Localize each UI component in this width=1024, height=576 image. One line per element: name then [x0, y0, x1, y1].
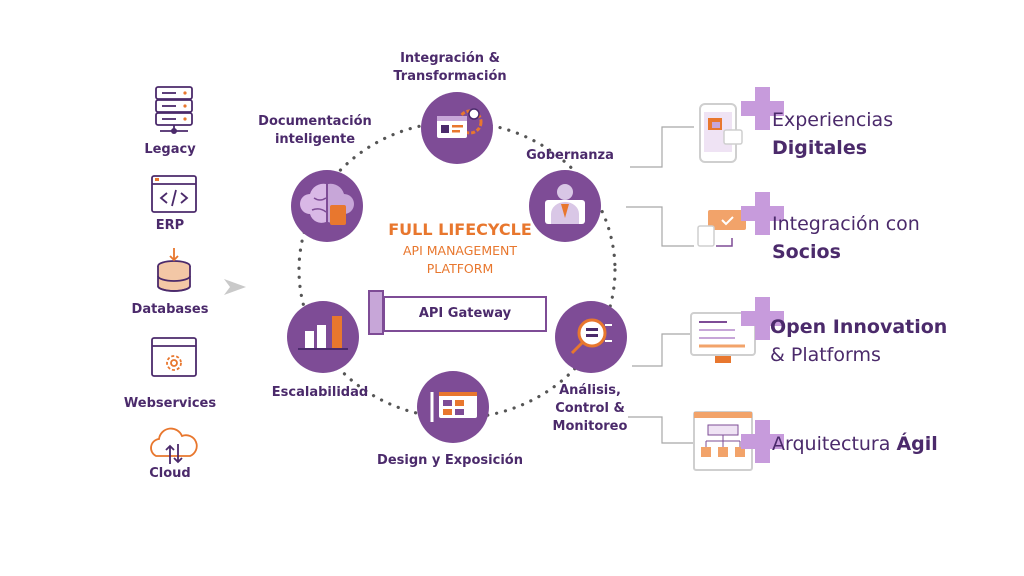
outcome-integracion-line2: Socios [772, 241, 841, 263]
plus-experiencias-icon [741, 87, 784, 130]
magnifier-icon [570, 318, 612, 355]
source-webservices-label: Webservices [123, 396, 217, 411]
phone-icon [699, 103, 743, 163]
api-gateway-label: API Gateway [418, 306, 512, 321]
gear-window-icon [437, 108, 483, 138]
node-documentacion-line1: Documentación [258, 114, 372, 129]
outcome-arquitectura-prefix: Arquitectura [772, 433, 897, 455]
outcome-arquitectura: Arquitectura Ágil [772, 430, 938, 458]
plus-open-icon [741, 297, 784, 340]
partner-card-icon [697, 210, 746, 247]
node-integracion-line1: Integración & [400, 51, 500, 66]
node-design-label: Design y Exposición [377, 453, 523, 468]
node-integracion-line2: Transformación [393, 69, 507, 84]
node-escalabilidad-label: Escalabilidad [271, 385, 369, 400]
bar-chart-icon [298, 316, 348, 350]
node-analisis-label: Análisis, Control & Monitoreo [530, 382, 650, 436]
node-analisis-line3: Monitoreo [552, 419, 628, 434]
center-subtitle-line1: API MANAGEMENT [402, 243, 518, 258]
outcome-integracion: Integración con Socios [772, 210, 920, 266]
node-integracion-label: Integración & Transformación [380, 50, 520, 86]
server-icon [155, 86, 193, 134]
source-erp-label: ERP [155, 218, 185, 233]
connector-arquitectura [628, 416, 694, 444]
plus-integracion-icon [741, 192, 784, 235]
source-cloud-label: Cloud [149, 466, 191, 481]
node-gobernanza-label: Gobernanza [526, 148, 614, 163]
node-analisis-line2: Control & [555, 401, 625, 416]
center-subtitle-line2: PLATFORM [426, 261, 494, 276]
plus-arquitectura-icon [741, 420, 784, 463]
node-analisis-line1: Análisis, [559, 383, 621, 398]
outcome-open: Open Innovation & Platforms [770, 313, 947, 369]
database-icon [157, 248, 191, 292]
center-subtitle: API MANAGEMENT PLATFORM [360, 242, 560, 278]
connector-integracion [626, 206, 694, 247]
outcome-integracion-line1: Integración con [772, 213, 920, 235]
code-window-icon [151, 175, 197, 213]
outcome-open-line1: Open Innovation [770, 316, 948, 338]
connector-experiencias [630, 126, 694, 168]
connector-lines [626, 126, 694, 444]
outcome-experiencias-line2: Digitales [772, 137, 868, 159]
node-documentacion-line2: inteligente [274, 132, 356, 147]
api-gateway-tab [368, 290, 384, 335]
center-title: FULL LIFECYCLE [388, 220, 532, 239]
outcome-open-line2: & Platforms [770, 344, 881, 366]
cloud-icon [150, 427, 198, 464]
webservices-icon [151, 337, 197, 377]
brain-icon [300, 183, 354, 225]
source-databases-label: Databases [131, 302, 209, 317]
node-documentacion-label: Documentación inteligente [245, 113, 385, 149]
connector-open [632, 333, 690, 367]
outcome-experiencias-line1: Experiencias [772, 109, 894, 131]
outcome-experiencias: Experiencias Digitales [772, 106, 893, 162]
person-icon [545, 184, 585, 224]
outcome-arquitectura-bold: Ágil [896, 433, 938, 455]
design-board-icon [430, 392, 477, 422]
arrow-icon [224, 279, 246, 295]
source-legacy-label: Legacy [144, 142, 196, 157]
api-gateway-bar [383, 296, 547, 332]
lifecycle-ring [297, 120, 617, 420]
